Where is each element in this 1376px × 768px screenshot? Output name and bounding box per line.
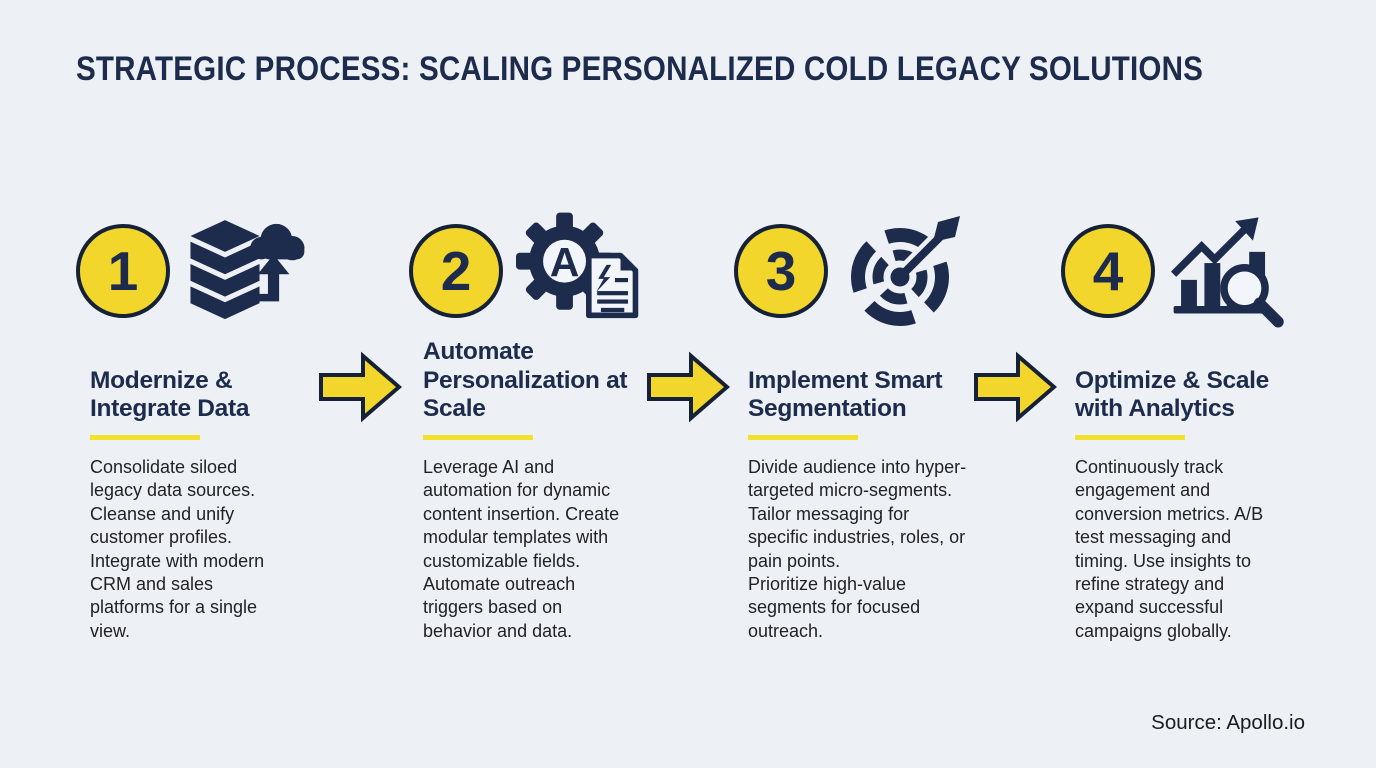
step-3-description: Divide audience into hyper-targeted micr…	[748, 457, 967, 641]
step-1-number-badge: 1	[76, 224, 170, 318]
step-3-underline	[748, 435, 858, 440]
right-arrow-icon	[646, 349, 730, 425]
step-2-number-badge: 2	[409, 224, 503, 318]
step-4-underline	[1075, 435, 1185, 440]
step-2-heading: Automate Personalization at Scale	[423, 338, 628, 423]
step-4: 4 Optimize & Scale with Analytics Contin…	[1061, 210, 1313, 643]
right-arrow-icon	[973, 349, 1057, 425]
database-cloud-migration-icon	[183, 211, 309, 331]
step-4-number-badge: 4	[1061, 224, 1155, 318]
step-4-heading: Optimize & Scale with Analytics	[1075, 366, 1269, 423]
page-title: STRATEGIC PROCESS: SCALING PERSONALIZED …	[76, 50, 1204, 88]
step-3-header: 3	[734, 210, 986, 332]
step-1-underline	[90, 435, 200, 440]
gear-ai-document-icon: A	[516, 211, 642, 331]
step-1: 1 Modernize & Integrate Data Consolidate…	[76, 210, 328, 643]
svg-text:A: A	[550, 239, 580, 285]
step-2-underline	[423, 435, 533, 440]
step-3-heading: Implement Smart Segmentation	[748, 366, 943, 423]
bar-chart-magnifier-icon	[1168, 211, 1294, 331]
source-attribution: Source: Apollo.io	[1151, 711, 1305, 734]
step-2: 2 A	[409, 210, 661, 643]
step-1-header: 1	[76, 210, 328, 332]
step-2-header: 2 A	[409, 210, 661, 332]
step-3-number-badge: 3	[734, 224, 828, 318]
step-1-heading: Modernize & Integrate Data	[90, 366, 250, 423]
step-2-description: Leverage AI and automation for dynamic c…	[423, 457, 620, 641]
target-dart-icon	[841, 211, 967, 331]
step-3: 3 Implement Smart Segmentation Divide au…	[734, 210, 986, 643]
right-arrow-icon	[318, 349, 402, 425]
step-4-header: 4	[1061, 210, 1313, 332]
step-4-description: Continuously track engagement and conver…	[1075, 457, 1264, 641]
step-1-description: Consolidate siloed legacy data sources. …	[90, 457, 265, 641]
